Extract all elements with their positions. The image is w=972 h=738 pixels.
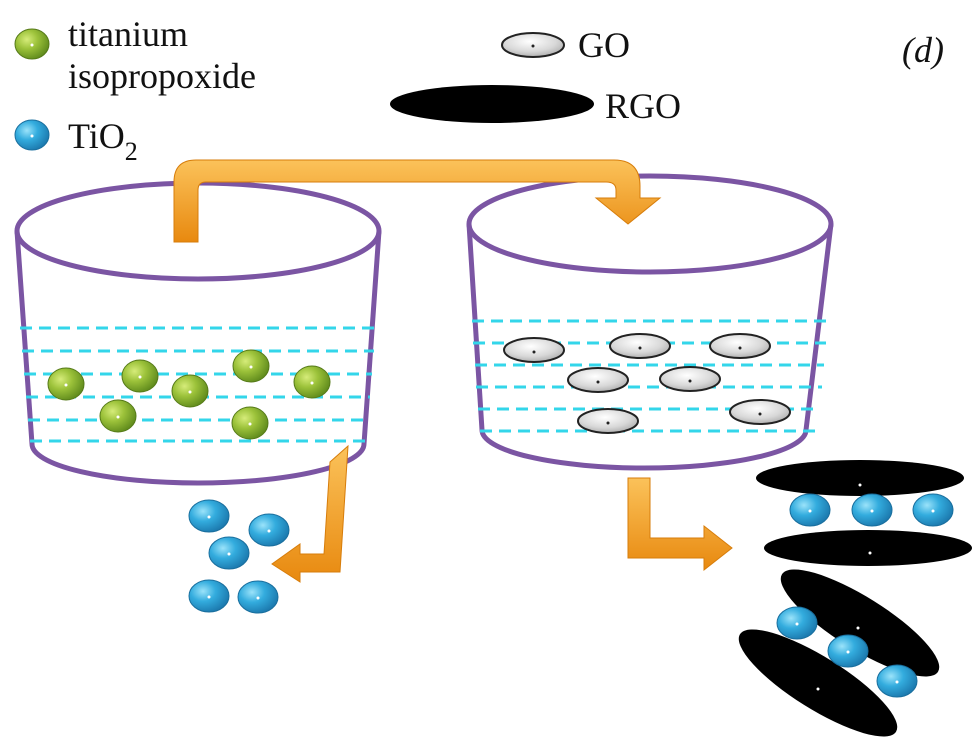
vessel-right (466, 173, 834, 471)
titanium-particles (47, 349, 331, 440)
legend-go: GO (501, 25, 630, 65)
legend-titanium-line2: isopropoxide (68, 56, 256, 96)
vessel-left-body (14, 230, 382, 486)
rgo-sheet (780, 569, 940, 677)
tio2-particles (188, 499, 290, 614)
go-flake (729, 399, 791, 425)
rgo-sheet (738, 629, 898, 737)
legend-titanium: titanium isopropoxide (14, 14, 256, 96)
go-flake (577, 408, 639, 434)
legend-titanium-line1: titanium (68, 14, 188, 54)
legend-rgo: RGO (390, 85, 681, 126)
legend-tio2: TiO2 (14, 116, 138, 166)
go-flake (503, 337, 565, 363)
tio2-output-arrow (271, 444, 349, 583)
rgo-sheet (764, 530, 972, 566)
go-flake (659, 366, 721, 392)
go-flakes (503, 333, 791, 434)
rgo-sheet-icon (390, 85, 594, 123)
rgo-composite-stacked (756, 460, 972, 566)
vessel-right-body (466, 223, 834, 471)
rgo-output-arrow (627, 477, 733, 572)
vessel-right-rim (466, 173, 834, 275)
legend-rgo-label: RGO (605, 86, 681, 126)
legend-tio2-main: TiO (68, 116, 125, 156)
go-flake (709, 333, 771, 359)
legend-tio2-subscript: 2 (125, 137, 138, 166)
panel-label: (d) (902, 30, 944, 70)
rgo-sheet (756, 460, 964, 496)
transfer-arrow (173, 159, 662, 243)
rgo-composite-tilted (738, 569, 940, 737)
legend-tio2-label: TiO2 (68, 116, 138, 166)
legend-go-label: GO (578, 25, 630, 65)
go-flake (567, 367, 629, 393)
go-flake (609, 333, 671, 359)
